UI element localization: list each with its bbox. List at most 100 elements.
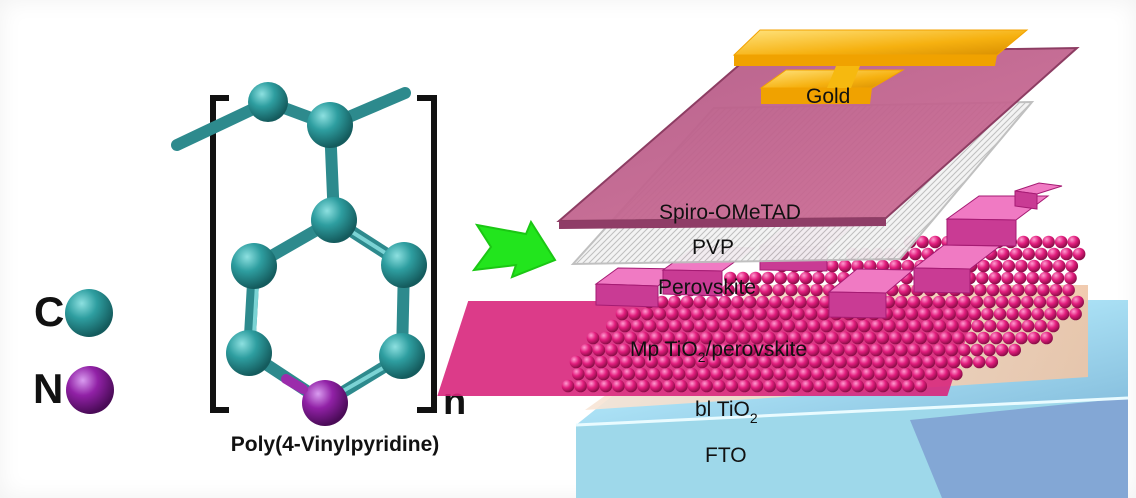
tio2-bead bbox=[1027, 259, 1041, 273]
tio2-bead bbox=[668, 343, 681, 357]
tio2-bead bbox=[712, 379, 726, 393]
tio2-bead bbox=[599, 379, 613, 393]
tio2-bead bbox=[761, 271, 775, 285]
tio2-bead bbox=[724, 271, 737, 285]
tio2-bead bbox=[729, 307, 742, 321]
tio2-bead bbox=[769, 343, 782, 357]
perovskite-block-1-front bbox=[595, 283, 659, 308]
tio2-bead bbox=[800, 331, 814, 345]
tio2-bead bbox=[887, 367, 900, 381]
tio2-bead bbox=[666, 307, 679, 321]
tio2-bead bbox=[806, 295, 820, 309]
tio2-bead bbox=[997, 247, 1010, 261]
tio2-bead bbox=[787, 271, 800, 285]
tio2-bead bbox=[876, 331, 890, 345]
tio2-bead bbox=[971, 319, 984, 333]
legend-n-label: N bbox=[33, 365, 63, 412]
carbon-atom-2 bbox=[307, 102, 353, 148]
tio2-bead bbox=[876, 379, 890, 393]
tio2-bead bbox=[1015, 331, 1028, 345]
tio2-bead bbox=[912, 367, 925, 381]
tio2-bead bbox=[1071, 295, 1084, 309]
tio2-bead bbox=[783, 355, 797, 369]
tio2-bead bbox=[637, 379, 650, 393]
tio2-bead bbox=[618, 319, 632, 333]
bl-tio2-subscript: 2 bbox=[750, 410, 758, 426]
tio2-bead bbox=[736, 271, 750, 285]
tio2-bead bbox=[812, 271, 825, 285]
spiro-label: Spiro-OMeTAD bbox=[659, 201, 801, 224]
tio2-bead bbox=[794, 295, 807, 309]
tio2-bead bbox=[687, 379, 701, 393]
tio2-bead bbox=[874, 367, 887, 381]
tio2-bead bbox=[988, 271, 1002, 285]
tio2-bead bbox=[569, 355, 583, 369]
tio2-bead bbox=[678, 307, 692, 321]
tio2-bead bbox=[983, 295, 996, 309]
tio2-bead bbox=[758, 355, 772, 369]
tio2-bead bbox=[968, 307, 982, 321]
tio2-bead bbox=[999, 283, 1012, 297]
tio2-bead bbox=[680, 343, 694, 357]
tio2-bead bbox=[597, 367, 610, 381]
tio2-bead bbox=[599, 331, 612, 345]
tio2-bead bbox=[572, 367, 585, 381]
tio2-bead bbox=[1058, 295, 1072, 309]
tio2-bead bbox=[901, 379, 915, 393]
atom-legend: C N bbox=[33, 288, 114, 414]
tio2-bead bbox=[984, 319, 997, 333]
tio2-bead bbox=[771, 355, 784, 369]
tio2-bead bbox=[710, 367, 724, 381]
tio2-bead bbox=[743, 343, 757, 357]
tio2-bead bbox=[1047, 247, 1061, 261]
tio2-bead bbox=[1002, 331, 1016, 345]
tio2-bead bbox=[1067, 235, 1081, 249]
tio2-bead bbox=[580, 343, 593, 357]
tio2-bead bbox=[615, 307, 629, 321]
tio2-bead bbox=[1027, 331, 1041, 345]
tio2-bead bbox=[774, 271, 787, 285]
tio2-bead bbox=[606, 319, 619, 333]
tio2-bead bbox=[635, 367, 648, 381]
tio2-bead bbox=[924, 367, 938, 381]
tio2-bead bbox=[964, 331, 978, 345]
tio2-bead bbox=[1039, 271, 1052, 285]
tio2-bead bbox=[901, 331, 915, 345]
tio2-bead bbox=[986, 283, 1000, 297]
tio2-bead bbox=[759, 283, 773, 297]
tio2-bead bbox=[884, 355, 898, 369]
tio2-bead bbox=[933, 319, 947, 333]
tio2-bead bbox=[895, 319, 909, 333]
gold-small-tab-front bbox=[761, 88, 872, 104]
tio2-bead bbox=[995, 295, 1009, 309]
tio2-bead bbox=[952, 331, 965, 345]
perovskite-block-7-front bbox=[1014, 190, 1038, 210]
tio2-bead bbox=[743, 295, 757, 309]
tio2-bead bbox=[974, 283, 987, 297]
tio2-bead bbox=[769, 319, 783, 333]
tio2-bead bbox=[838, 331, 852, 345]
tio2-bead bbox=[1021, 295, 1034, 309]
tio2-bead bbox=[643, 343, 656, 357]
tio2-bead bbox=[798, 367, 812, 381]
tio2-bead bbox=[943, 307, 956, 321]
tio2-bead bbox=[670, 355, 684, 369]
tio2-bead bbox=[1008, 343, 1021, 357]
tio2-bead bbox=[1002, 259, 1016, 273]
tio2-bead bbox=[712, 331, 726, 345]
tio2-bead bbox=[996, 319, 1010, 333]
legend-c-sphere bbox=[65, 289, 113, 337]
tio2-bead bbox=[914, 331, 927, 345]
tio2-bead bbox=[826, 379, 839, 393]
tio2-bead bbox=[826, 331, 839, 345]
tio2-bead bbox=[645, 355, 658, 369]
tio2-bead bbox=[741, 307, 755, 321]
tio2-bead bbox=[985, 355, 999, 369]
tio2-bead bbox=[656, 319, 669, 333]
pvp-label: PVP bbox=[692, 236, 734, 259]
tio2-bead bbox=[807, 319, 821, 333]
tio2-bead bbox=[733, 355, 747, 369]
tio2-bead bbox=[945, 343, 958, 357]
tio2-bead bbox=[1009, 319, 1022, 333]
tio2-bead bbox=[1064, 271, 1077, 285]
